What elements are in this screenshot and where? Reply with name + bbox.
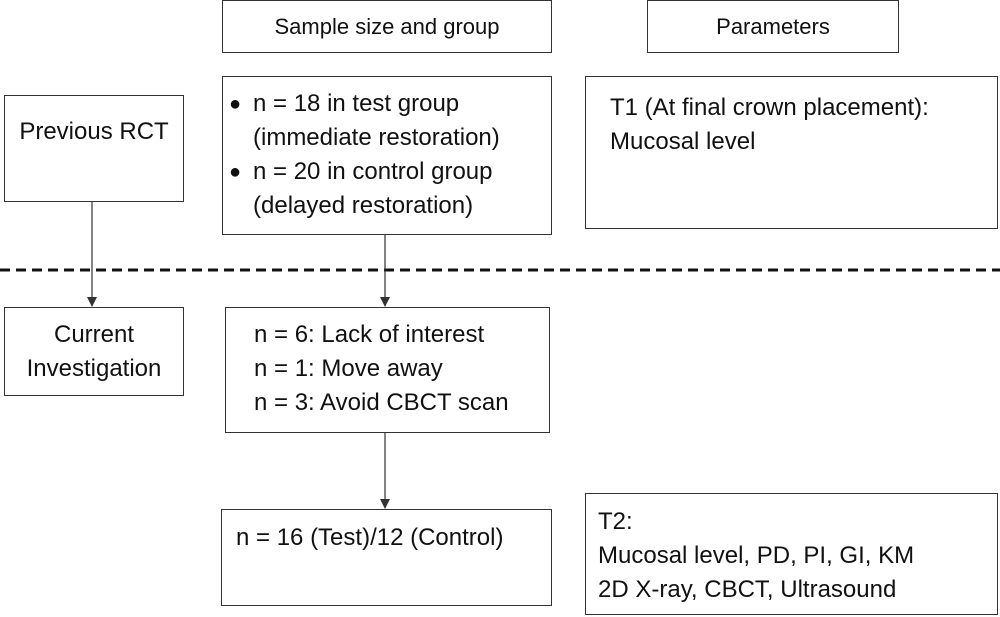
dropout-cbct: n = 3: Avoid CBCT scan	[254, 389, 509, 416]
groups-box: ● n = 18 in test group (immediate restor…	[222, 76, 552, 235]
final-sample-box: n = 16 (Test)/12 (Control)	[221, 509, 552, 606]
sample-size-header-label: Sample size and group	[274, 13, 500, 39]
t2-box: T2: Mucosal level, PD, PI, GI, KM 2D X-r…	[585, 493, 998, 615]
group-test-line2: (immediate restoration)	[253, 124, 500, 151]
bullet-icon: ●	[229, 161, 242, 183]
group-control-line2: (delayed restoration)	[253, 192, 474, 219]
dropout-interest: n = 6: Lack of interest	[254, 321, 485, 348]
t1-title: T1 (At final crown placement):	[610, 94, 929, 121]
current-investigation-box: Current Investigation	[4, 307, 184, 396]
dropouts-box: n = 6: Lack of interest n = 1: Move away…	[225, 307, 550, 433]
group-test-line1: n = 18 in test group	[253, 90, 460, 117]
bullet-icon: ●	[229, 93, 242, 115]
sample-size-header: Sample size and group	[222, 0, 552, 53]
current-investigation-line1: Current	[53, 320, 135, 348]
parameters-header: Parameters	[647, 0, 899, 53]
parameters-header-label: Parameters	[716, 13, 830, 39]
current-investigation-line2: Investigation	[26, 354, 162, 382]
list-item: ● n = 18 in test group (immediate restor…	[229, 87, 551, 155]
t2-imaging-parameters: 2D X-ray, CBCT, Ultrasound	[598, 576, 897, 603]
list-item: ● n = 20 in control group (delayed resto…	[229, 155, 551, 223]
t2-clinical-parameters: Mucosal level, PD, PI, GI, KM	[598, 542, 915, 569]
previous-rct-box: Previous RCT	[4, 95, 184, 202]
previous-rct-label: Previous RCT	[19, 118, 169, 145]
group-list: ● n = 18 in test group (immediate restor…	[229, 87, 551, 223]
final-sample-label: n = 16 (Test)/12 (Control)	[236, 524, 504, 551]
t1-box: T1 (At final crown placement): Mucosal l…	[585, 76, 998, 229]
dropout-move-away: n = 1: Move away	[254, 355, 443, 382]
t1-parameter: Mucosal level	[610, 128, 756, 155]
group-control-line1: n = 20 in control group	[253, 158, 493, 185]
t2-title: T2:	[598, 508, 633, 535]
